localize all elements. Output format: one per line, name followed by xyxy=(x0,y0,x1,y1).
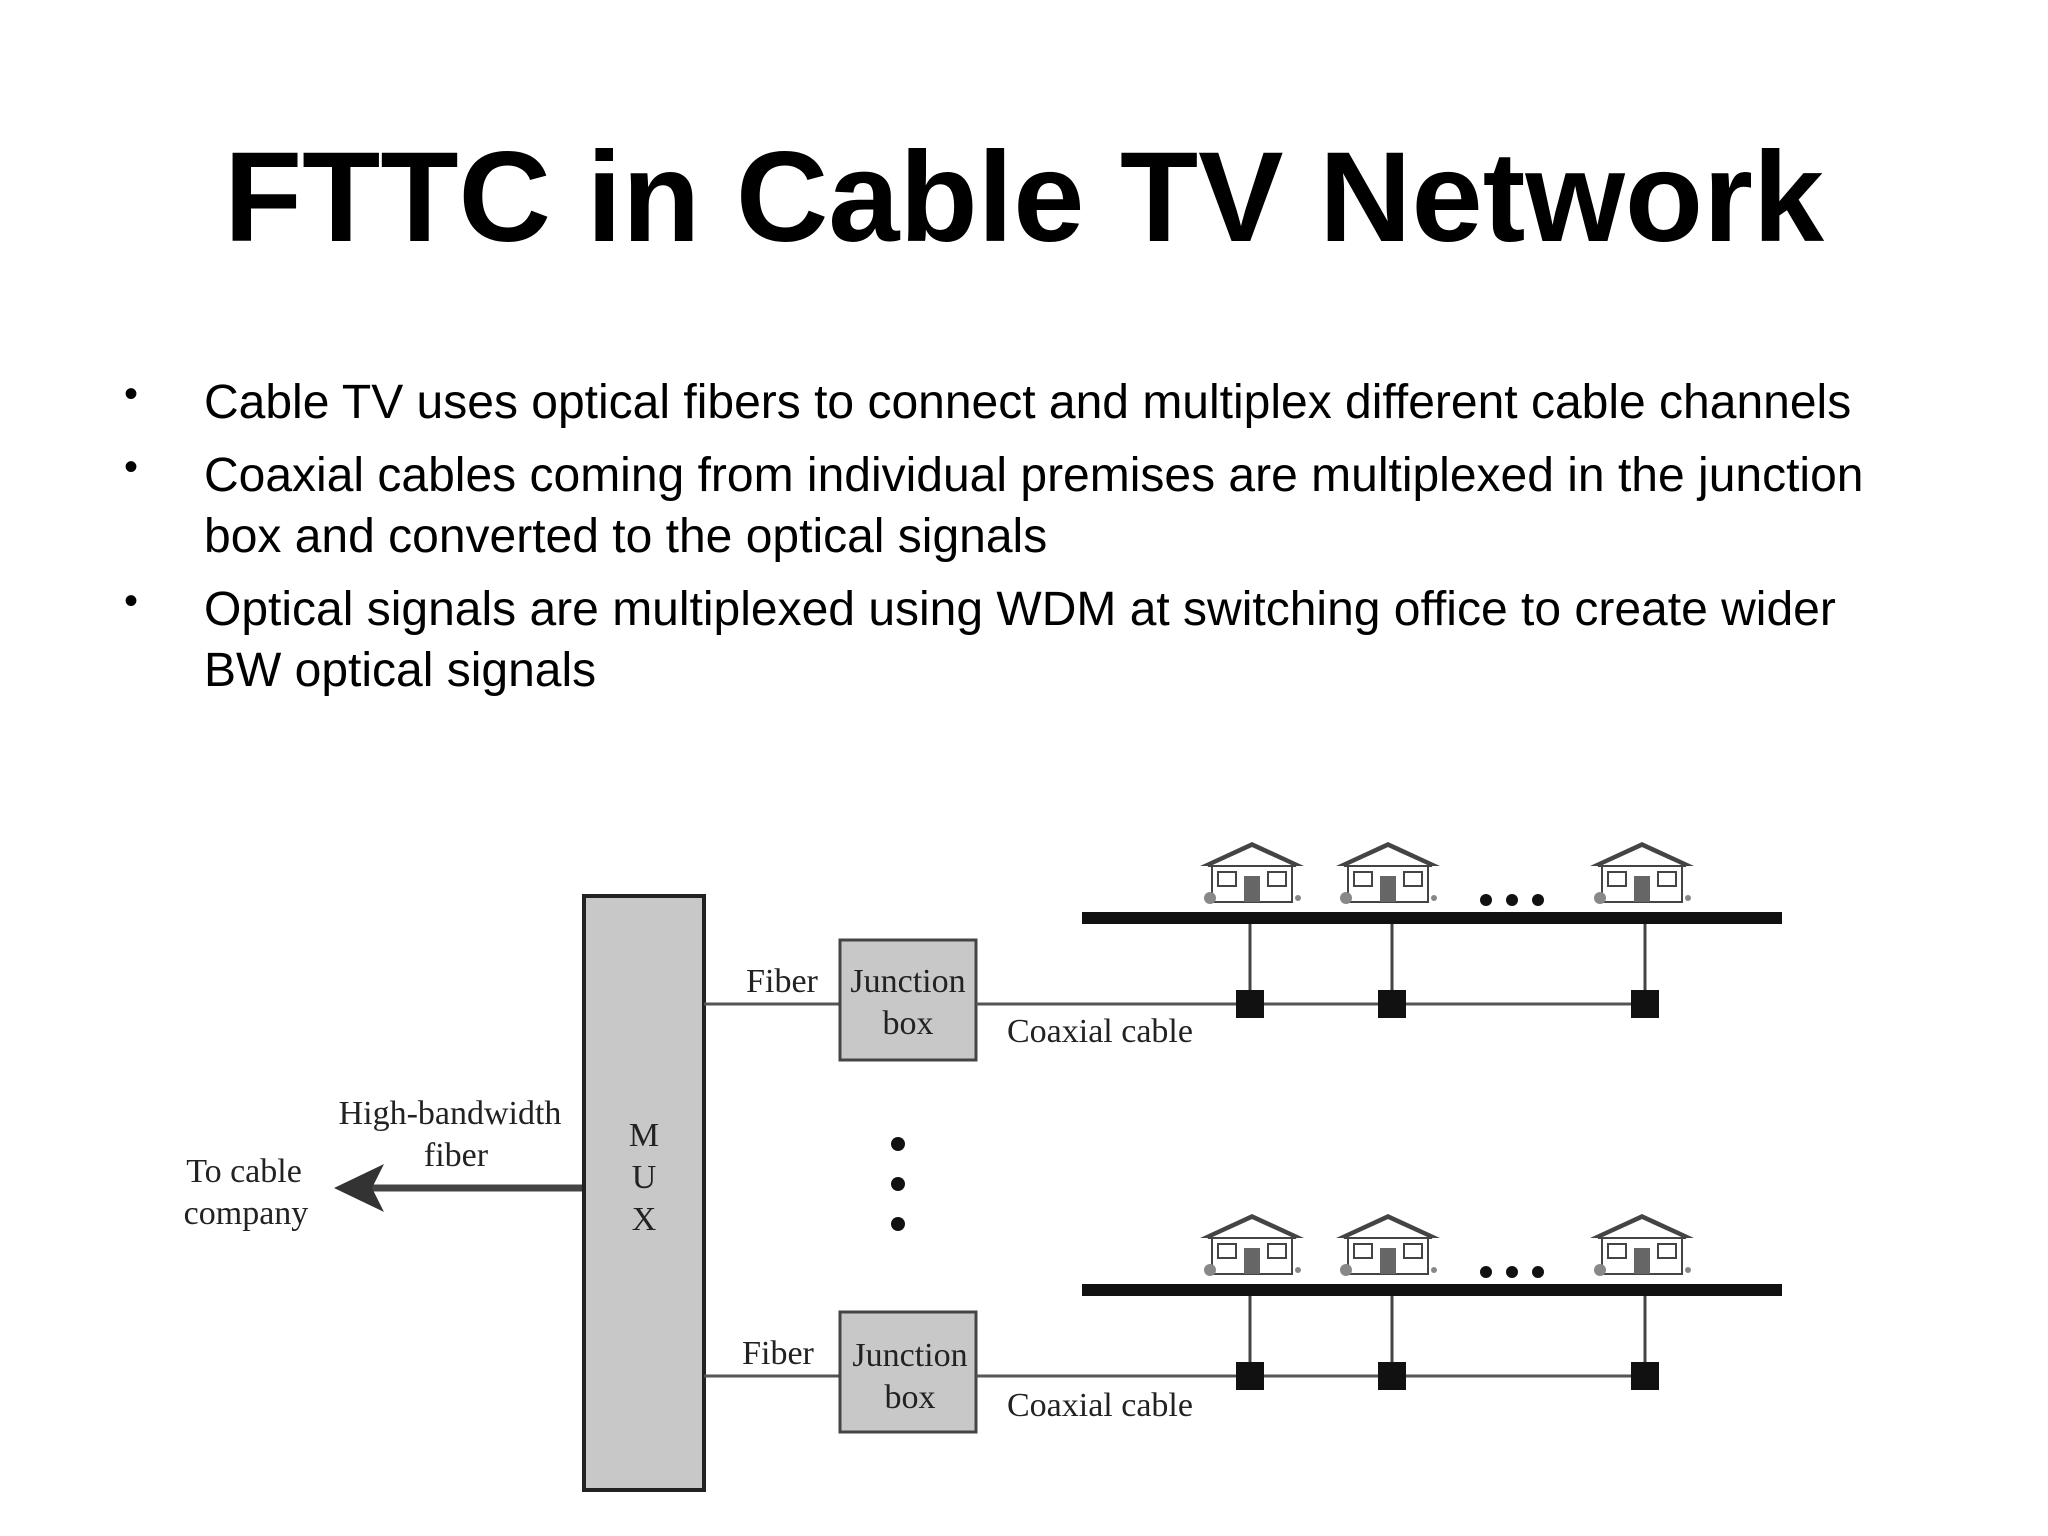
to-company-label-line2: company xyxy=(184,1195,309,1232)
junction-box-top xyxy=(838,938,978,1062)
mux-label-u: U xyxy=(632,1159,657,1196)
horizontal-ellipsis-icon xyxy=(1480,894,1492,906)
ellipsis-dot xyxy=(891,1217,905,1231)
house-icon xyxy=(1335,1213,1441,1277)
tap-block xyxy=(1378,1362,1406,1390)
bullet-item: • Coaxial cables coming from individual … xyxy=(118,445,1878,567)
ellipsis-dot xyxy=(891,1177,905,1191)
slide-title: FTTC in Cable TV Network xyxy=(223,126,1825,269)
mux-box xyxy=(582,894,706,1492)
house-icon xyxy=(1199,841,1305,905)
tap-block xyxy=(1631,1362,1659,1390)
junction-label-top-line2: box xyxy=(883,1005,934,1042)
junction-label-bottom-line1: Junction xyxy=(852,1337,967,1374)
street-bar-bottom xyxy=(1082,1284,1782,1296)
hb-fiber-label-line2: fiber xyxy=(424,1137,489,1174)
junction-label-bottom-line2: box xyxy=(885,1379,936,1416)
bullet-item: • Optical signals are multiplexed using … xyxy=(118,579,1878,701)
horizontal-ellipsis-icon xyxy=(1480,1266,1492,1278)
ellipsis-dot xyxy=(1506,1266,1518,1278)
arrow-left-icon xyxy=(334,1164,384,1212)
house-icon xyxy=(1589,1213,1695,1277)
fiber-label-bottom: Fiber xyxy=(742,1335,814,1372)
to-company-label-line1: To cable xyxy=(186,1153,302,1190)
tap-block xyxy=(1631,990,1659,1018)
house-icon xyxy=(1335,841,1441,905)
coax-label-bottom: Coaxial cable xyxy=(1007,1387,1193,1424)
bullet-icon: • xyxy=(124,372,139,416)
junction-box-bottom xyxy=(838,1310,978,1434)
ellipsis-dot xyxy=(1506,894,1518,906)
bullet-icon: • xyxy=(124,445,139,489)
ellipsis-dot xyxy=(1532,1266,1544,1278)
bullet-text: Optical signals are multiplexed using WD… xyxy=(204,583,1836,697)
junction-label-top-line1: Junction xyxy=(850,963,965,1000)
vertical-ellipsis-icon xyxy=(891,1137,905,1151)
mux-label-m: M xyxy=(629,1117,659,1154)
fttc-diagram: M U X High-bandwidth fiber To cable comp… xyxy=(184,841,1782,1492)
fiber-label-top: Fiber xyxy=(746,963,818,1000)
bullet-list: • Cable TV uses optical fibers to connec… xyxy=(118,372,1878,713)
house-icon xyxy=(1199,1213,1305,1277)
hb-fiber-label-line1: High-bandwidth xyxy=(339,1095,562,1132)
house-icon xyxy=(1589,841,1695,905)
tap-block xyxy=(1236,1362,1264,1390)
ellipsis-dot xyxy=(1532,894,1544,906)
bullet-text: Coaxial cables coming from individual pr… xyxy=(204,449,1864,563)
mux-label-x: X xyxy=(632,1201,657,1238)
coax-label-top: Coaxial cable xyxy=(1007,1013,1193,1050)
street-bar-top xyxy=(1082,912,1782,924)
bullet-icon: • xyxy=(124,579,139,623)
bullet-text: Cable TV uses optical fibers to connect … xyxy=(204,376,1852,429)
bullet-item: • Cable TV uses optical fibers to connec… xyxy=(118,372,1878,433)
tap-block xyxy=(1378,990,1406,1018)
tap-block xyxy=(1236,990,1264,1018)
